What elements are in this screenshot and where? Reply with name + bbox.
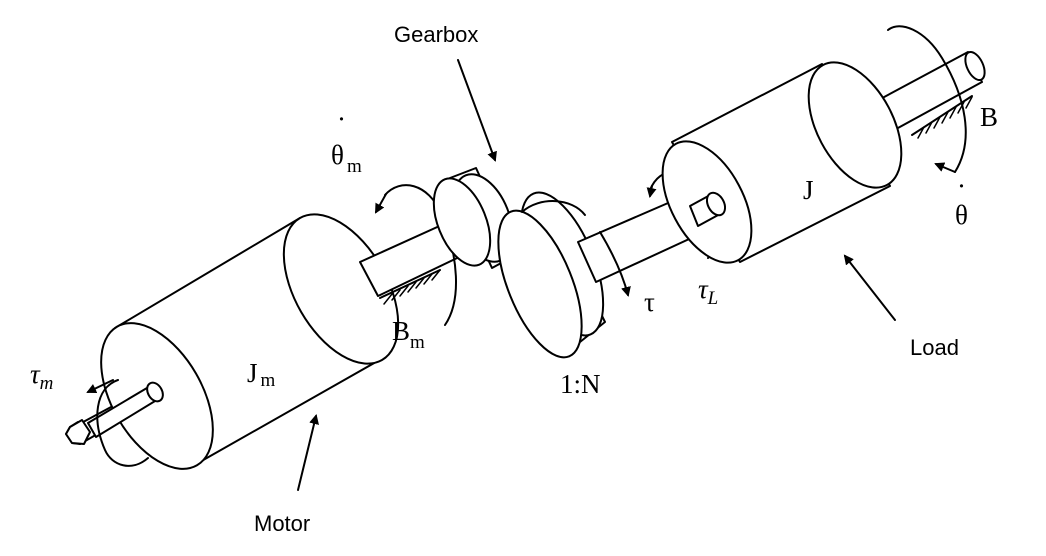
- gearbox-label: Gearbox: [394, 22, 478, 47]
- gearbox-output-gear: [497, 191, 606, 359]
- tau-m-sub: m: [40, 373, 54, 394]
- theta-m-base: θ: [331, 140, 344, 170]
- tau-L-label: τL: [698, 274, 718, 309]
- gearbox: [432, 167, 606, 359]
- motor-label: Motor: [254, 511, 310, 536]
- J-m-sub: m: [261, 370, 276, 391]
- motor-assembly: [65, 213, 400, 470]
- theta-dot-dot: ·: [957, 171, 966, 201]
- J-m-base: J: [247, 358, 258, 388]
- theta-m-sub: m: [347, 156, 362, 177]
- tau-m-base: τ: [30, 359, 41, 389]
- J-label: J: [803, 175, 814, 205]
- motor-pointer: [297, 414, 319, 491]
- load-assembly: [661, 50, 986, 264]
- load-label: Load: [910, 335, 959, 360]
- motor-body: [65, 213, 400, 470]
- tau-label: τ: [644, 287, 655, 317]
- B-m-base: B: [392, 316, 410, 346]
- theta-dot-m-dot: ·: [337, 104, 346, 134]
- tau-m-label: τm: [30, 359, 53, 394]
- B-label: B: [980, 102, 998, 132]
- motor-torque-arrow: [96, 379, 149, 467]
- gear-torque-arrow: [599, 231, 631, 297]
- load-speed-arrow: [887, 25, 967, 173]
- B-m-sub: m: [410, 332, 425, 353]
- tau-L-sub: L: [707, 288, 719, 309]
- load-body: [661, 61, 903, 264]
- motor-damper-hatch: [379, 269, 441, 305]
- B-m-label: Bm: [392, 316, 425, 353]
- theta-dot-label: θ: [955, 200, 968, 230]
- gear-ratio-label: 1:N: [560, 369, 601, 399]
- tau-L-base: τ: [698, 274, 709, 304]
- gearbox-pointer: [457, 59, 497, 162]
- load-pointer: [843, 254, 896, 321]
